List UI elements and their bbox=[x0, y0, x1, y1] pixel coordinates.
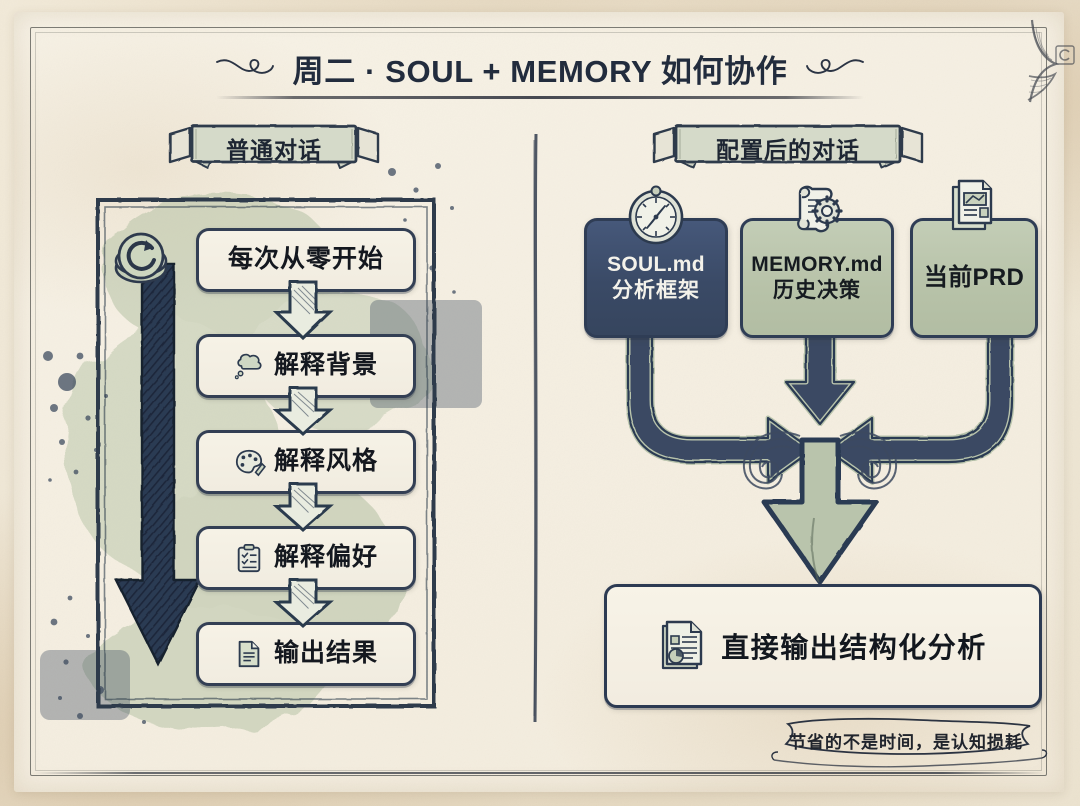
title-underline bbox=[216, 96, 864, 99]
refresh-loop-icon bbox=[114, 232, 168, 284]
card-current-prd[interactable]: 当前PRD bbox=[910, 179, 1038, 338]
banner-ordinary-dialog: 普通对话 bbox=[168, 124, 380, 172]
page-title: 周二 · SOUL + MEMORY 如何协作 bbox=[292, 53, 788, 89]
card-memory-md-line2: 历史决策 bbox=[773, 279, 861, 302]
column-divider bbox=[533, 133, 538, 723]
card-memory-md-line1: MEMORY.md bbox=[751, 253, 883, 277]
report-document-icon bbox=[951, 179, 993, 231]
analysis-report-icon bbox=[662, 620, 703, 670]
ribbon-shape-right bbox=[652, 124, 924, 169]
card-current-prd-line1: 当前PRD bbox=[923, 264, 1025, 292]
footer-note-text: 节省的不是时间，是认知损耗 bbox=[789, 733, 1023, 752]
banner-left-label: 普通对话 bbox=[226, 137, 322, 163]
flow-step-4[interactable]: 输出结果 bbox=[196, 622, 416, 686]
footer-note: 节省的不是时间，是认知损耗 bbox=[756, 716, 1056, 770]
connector-arrow-3 bbox=[272, 578, 334, 629]
card-memory-md[interactable]: MEMORY.md 历史决策 bbox=[740, 185, 894, 338]
flow-step-3-label: 解释偏好 bbox=[273, 542, 378, 571]
compass-icon bbox=[628, 185, 684, 245]
output-box-label: 直接输出结构化分析 bbox=[721, 632, 987, 663]
palette-icon bbox=[235, 449, 266, 477]
flourish-swash-left-icon bbox=[215, 59, 274, 74]
long-down-arrow-icon bbox=[114, 262, 202, 667]
flow-step-1-label: 解释背景 bbox=[273, 350, 378, 379]
scroll-gear-icon bbox=[797, 185, 843, 233]
banner-configured-dialog: 配置后的对话 bbox=[652, 124, 924, 172]
title-row: 周二 · SOUL + MEMORY 如何协作 bbox=[0, 38, 1080, 98]
connector-arrow-2 bbox=[272, 482, 334, 533]
left-panel-border bbox=[96, 198, 436, 708]
clipboard-checklist-icon bbox=[237, 544, 261, 573]
converging-arrows-swirl-icon bbox=[625, 317, 1015, 585]
flow-step-4-label: 输出结果 bbox=[273, 638, 378, 667]
flow-step-2-label: 解释风格 bbox=[273, 446, 378, 475]
output-box[interactable]: 直接输出结构化分析 bbox=[604, 584, 1042, 708]
flourish-swash-right-icon bbox=[806, 59, 865, 74]
page-frame-border bbox=[30, 27, 1047, 776]
card-soul-md[interactable]: SOUL.md 分析框架 bbox=[584, 185, 728, 338]
banner-right-label: 配置后的对话 bbox=[716, 137, 860, 163]
ribbon-shape-left bbox=[168, 124, 380, 169]
footer-bracket-flourish bbox=[771, 717, 1048, 768]
connector-arrow-1 bbox=[272, 386, 334, 437]
copyright-mark-icon bbox=[1055, 45, 1075, 65]
document-icon bbox=[238, 640, 260, 668]
card-soul-md-line1: SOUL.md bbox=[607, 253, 705, 277]
thought-bubble-icon bbox=[234, 353, 262, 380]
flow-step-0-label: 每次从零开始 bbox=[227, 244, 384, 273]
bottom-rule bbox=[34, 772, 1044, 774]
card-soul-md-line2: 分析框架 bbox=[612, 279, 700, 302]
connector-arrow-0 bbox=[272, 280, 334, 341]
